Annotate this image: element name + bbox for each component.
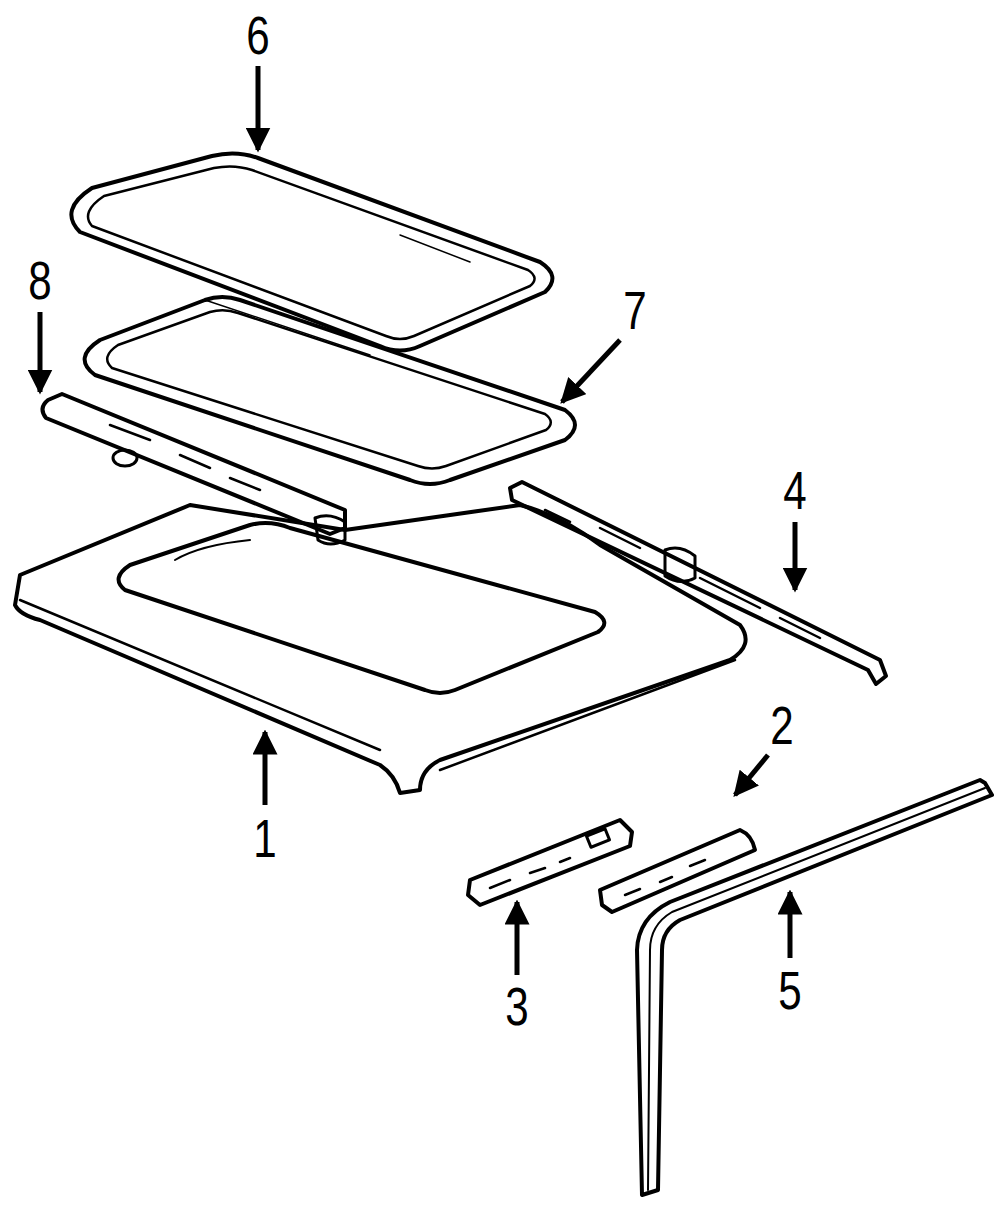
glass-panel	[71, 153, 552, 350]
leader-line	[788, 892, 793, 958]
leader-line	[256, 66, 261, 150]
callout-number: 3	[505, 979, 528, 1033]
side-rail	[510, 482, 886, 684]
glass-panel-inner	[88, 166, 535, 339]
callout-number: 4	[783, 463, 806, 517]
sunroof-frame	[85, 297, 575, 484]
bracket-3	[468, 820, 632, 905]
leader-line	[793, 522, 798, 590]
callout-number: 7	[623, 283, 646, 337]
trim-molding	[637, 780, 992, 1195]
callout-number: 1	[253, 811, 276, 865]
leader-line	[735, 755, 768, 795]
leader-line	[38, 312, 43, 392]
roof-panel	[15, 505, 746, 793]
callout-number: 6	[246, 8, 269, 62]
front-rail	[42, 394, 345, 534]
callout-number: 5	[778, 963, 801, 1017]
leader-line	[562, 340, 620, 402]
callout-number: 2	[770, 698, 793, 752]
sunroof-frame-inner	[107, 310, 551, 468]
leader-line	[515, 902, 520, 975]
roof-opening	[119, 523, 605, 693]
leader-line	[263, 732, 268, 805]
callout-number: 8	[28, 253, 51, 307]
